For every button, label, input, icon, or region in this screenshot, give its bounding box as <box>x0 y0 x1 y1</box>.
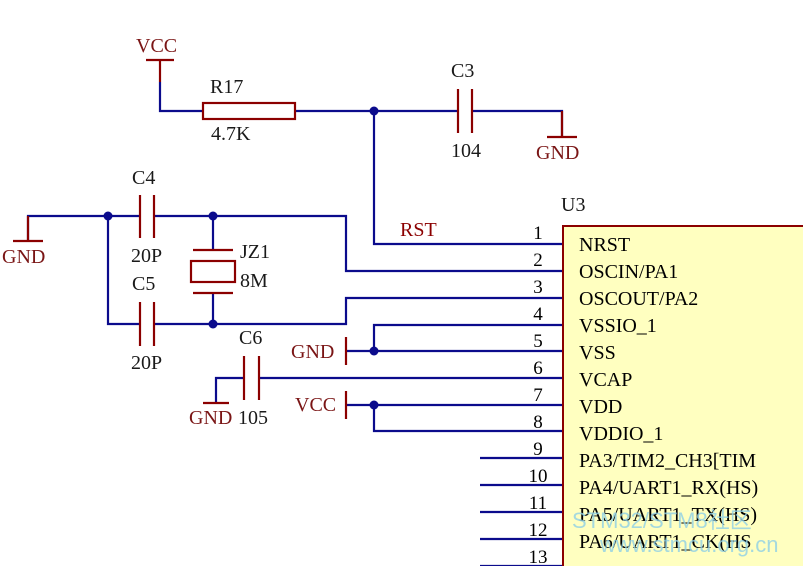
wire-c5-to-oscout <box>154 296 563 326</box>
c3-ref: C3 <box>451 60 474 82</box>
vcc-pin7-label: VCC <box>295 394 336 416</box>
wire-c3-to-gnd <box>472 109 564 137</box>
watermark-line1: STM32/STM8社区 <box>572 508 752 533</box>
c4-ref: C4 <box>132 167 155 189</box>
r17-value: 4.7K <box>211 123 251 145</box>
chip-ref: U3 <box>561 194 585 216</box>
chip-pin-number: 6 <box>533 358 543 379</box>
c6-value: 105 <box>238 407 268 429</box>
wire-rst <box>372 111 563 246</box>
chip-pin-name: VDD <box>579 396 622 418</box>
chip-pin-number: 7 <box>533 385 543 406</box>
junction-vss <box>369 346 379 356</box>
watermark-line2: www.stmcu.org.cn <box>599 532 779 557</box>
wires <box>26 82 564 566</box>
chip-pin-name: OSCIN/PA1 <box>579 261 678 283</box>
chip-pin-number: 13 <box>529 547 548 566</box>
chip-pin-number: 10 <box>529 466 548 487</box>
c5-ref: C5 <box>132 273 155 295</box>
wire-vcc-to-r17 <box>158 82 203 113</box>
c6-ref: C6 <box>239 327 262 349</box>
gnd-c6-label: GND <box>189 407 232 429</box>
jz1-body <box>189 259 237 284</box>
gnd-left-label: GND <box>2 246 45 268</box>
chip-pin-name: VSS <box>579 342 616 364</box>
wire-vddio <box>372 405 563 433</box>
wire-vssio <box>372 323 563 351</box>
chip-pin-number: 11 <box>529 493 547 514</box>
junction-crystal-top <box>208 211 218 221</box>
chip-pin-number: 4 <box>533 304 543 325</box>
chip-pin-name: PA6/UART1_CK(HS <box>579 531 752 553</box>
c5-value: 20P <box>131 352 162 374</box>
components <box>138 89 474 400</box>
chip-pin-name: VSSIO_1 <box>579 315 657 337</box>
chip-pin-name: NRST <box>579 234 630 256</box>
rst-net-label: RST <box>400 219 437 241</box>
wire-c6-gnd <box>214 376 244 403</box>
r17-ref: R17 <box>210 76 243 98</box>
junction-gnd-left <box>103 211 113 221</box>
chip-pin-name: VCAP <box>579 369 632 391</box>
chip-pin-number: 9 <box>533 439 543 460</box>
chip-pin-number: 8 <box>533 412 543 433</box>
vcc-top-label: VCC <box>136 35 177 57</box>
junction-rst <box>369 106 379 116</box>
chip-pin-name: PA5/UART1_TX(HS) <box>579 504 757 526</box>
jz1-ref: JZ1 <box>240 241 270 263</box>
chip-pin-name: PA3/TIM2_CH3[TIM <box>579 450 756 472</box>
labels: VCC R17 4.7K C3 104 GND C4 20P C5 20P GN… <box>2 35 579 429</box>
watermark: STM32/STM8社区 www.stmcu.org.cn <box>572 508 779 557</box>
junction-crystal-bottom <box>208 319 218 329</box>
wire-c4-left-bus <box>106 216 140 326</box>
chip-body <box>562 225 803 566</box>
gnd-pin5-label: GND <box>291 341 334 363</box>
junction-vdd <box>369 400 379 410</box>
chip-pin-name: VDDIO_1 <box>579 423 663 445</box>
jz1-value: 8M <box>240 270 268 292</box>
wire-c4-to-oscin <box>154 214 563 273</box>
chip-pin-name: OSCOUT/PA2 <box>579 288 698 310</box>
power-symbols <box>13 58 577 419</box>
junctions <box>103 106 379 410</box>
gnd-c3-label: GND <box>536 142 579 164</box>
r17-body <box>201 101 297 121</box>
c4-value: 20P <box>131 245 162 267</box>
chip-pin-number: 2 <box>533 250 543 271</box>
chip-pin-number: 12 <box>529 520 548 541</box>
chip-pin-name: PA4/UART1_RX(HS) <box>579 477 758 499</box>
wire-gnd-left <box>26 214 140 241</box>
chip-pin-number: 1 <box>533 223 543 244</box>
chip-pin-number: 3 <box>533 277 543 298</box>
c3-value: 104 <box>451 140 481 162</box>
chip-pin-number: 5 <box>533 331 543 352</box>
